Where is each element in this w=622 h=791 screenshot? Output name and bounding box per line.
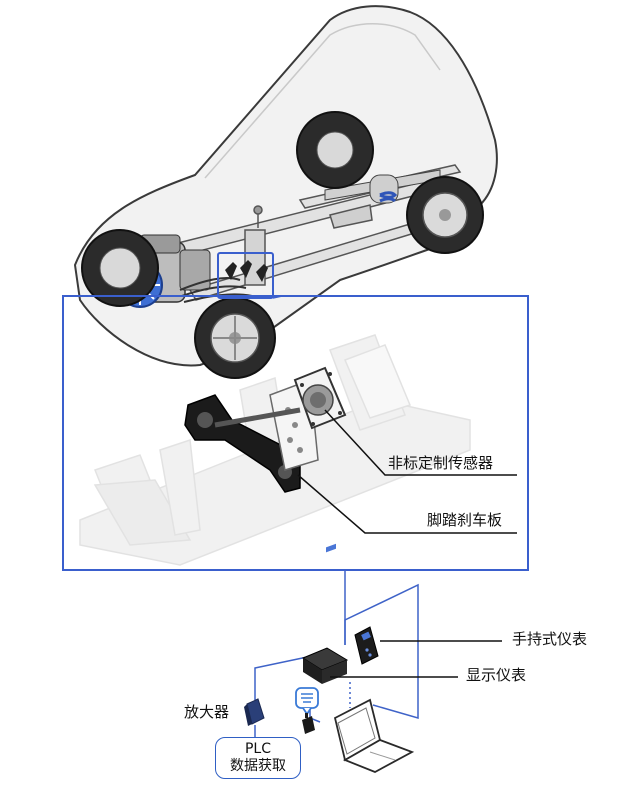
custom-sensor (293, 366, 347, 430)
mounting-plate (79, 399, 471, 566)
amplifier-device (244, 698, 265, 726)
pedal-assembly (79, 334, 517, 566)
pedal-callout-line (297, 474, 517, 534)
laptop-icon (333, 698, 415, 773)
sensor-label: 非标定制传感器 (388, 454, 494, 472)
pedal-label: 脚踏刹车板 (427, 511, 503, 529)
display-meter (301, 543, 349, 684)
car-illustration (73, 5, 498, 379)
plc-subtitle: 数据获取 (230, 758, 286, 774)
plc-title: PLC (244, 741, 272, 757)
sensor-callout-line (324, 409, 517, 476)
detail-panel-border (62, 295, 529, 571)
handheld-meter-label: 手持式仪表 (512, 630, 588, 648)
display-meter-label: 显示仪表 (466, 666, 527, 684)
mini-pedals (225, 260, 268, 282)
amplifier-label: 放大器 (184, 703, 230, 721)
signal-converter-icon (295, 687, 319, 716)
plug-connector (302, 713, 315, 734)
wheel-rear-left (296, 111, 374, 189)
wheel-front-left (81, 229, 159, 307)
handheld-meter (354, 626, 379, 665)
plc-data-box: PLC 数据获取 (215, 737, 301, 779)
wheel-front-right (194, 297, 276, 379)
pedal-highlight-box (217, 252, 274, 299)
brake-pedal-arm (184, 394, 301, 493)
wheel-rear-right (406, 176, 484, 254)
